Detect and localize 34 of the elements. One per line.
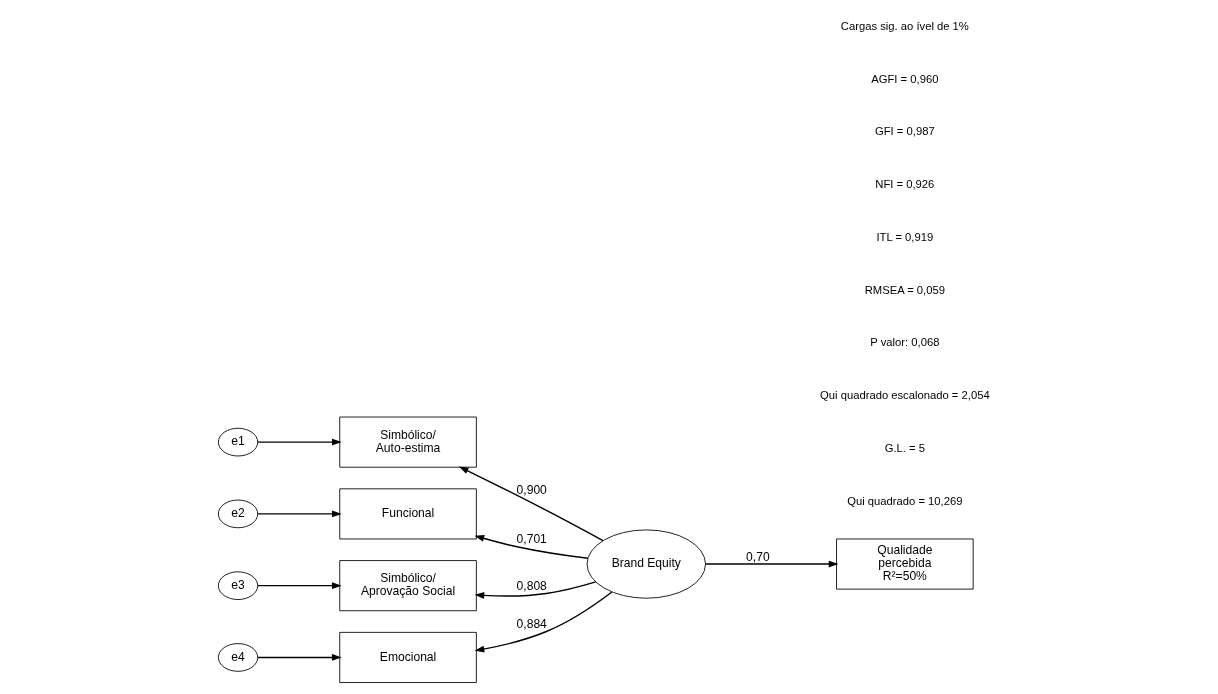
label: GFI = 0,987 (875, 125, 935, 138)
node-box: Simbólico/ Auto-estima (339, 416, 477, 468)
edge-label: 0,808 (516, 579, 547, 594)
label: Qui quadrado = 10,269 (847, 494, 963, 507)
edge-label: 0,884 (516, 617, 547, 632)
label: G.L. = 5 (884, 441, 925, 454)
arrow (257, 654, 342, 661)
edge-label: 0,701 (516, 532, 547, 547)
arrow (705, 560, 839, 568)
edge-label: 0,900 (516, 483, 547, 498)
label: RMSEA = 0,059 (864, 283, 945, 296)
arrow (474, 581, 597, 599)
node-ellipse: Brand Equity (586, 529, 706, 599)
arrow (257, 438, 342, 446)
label: ITL = 0,919 (876, 230, 934, 243)
label: Qui quadrado escalonado = 2,054 (820, 389, 990, 402)
node-ellipse: e2 (217, 499, 259, 529)
label: P valor: 0,068 (870, 336, 940, 349)
arrow (458, 466, 604, 542)
label: AGFI = 0,960 (871, 72, 939, 85)
arrow (257, 510, 342, 518)
node-ellipse: e3 (217, 571, 259, 600)
arrow (257, 582, 342, 590)
node-ellipse: e1 (217, 427, 259, 457)
edge-label: 0,70 (746, 549, 770, 564)
label: NFI = 0,926 (875, 178, 935, 191)
arrow (474, 591, 613, 653)
node-box: Funcional (339, 488, 477, 540)
label: Cargas sig. ao ível de 1% (840, 19, 969, 32)
node-box: Emocional (339, 631, 477, 683)
node-box: Simbólico/ Aprovação Social (339, 560, 477, 612)
node-box: Qualidade percebida R²=50% (836, 538, 974, 590)
arrow (474, 535, 589, 559)
node-ellipse: e4 (217, 643, 259, 672)
